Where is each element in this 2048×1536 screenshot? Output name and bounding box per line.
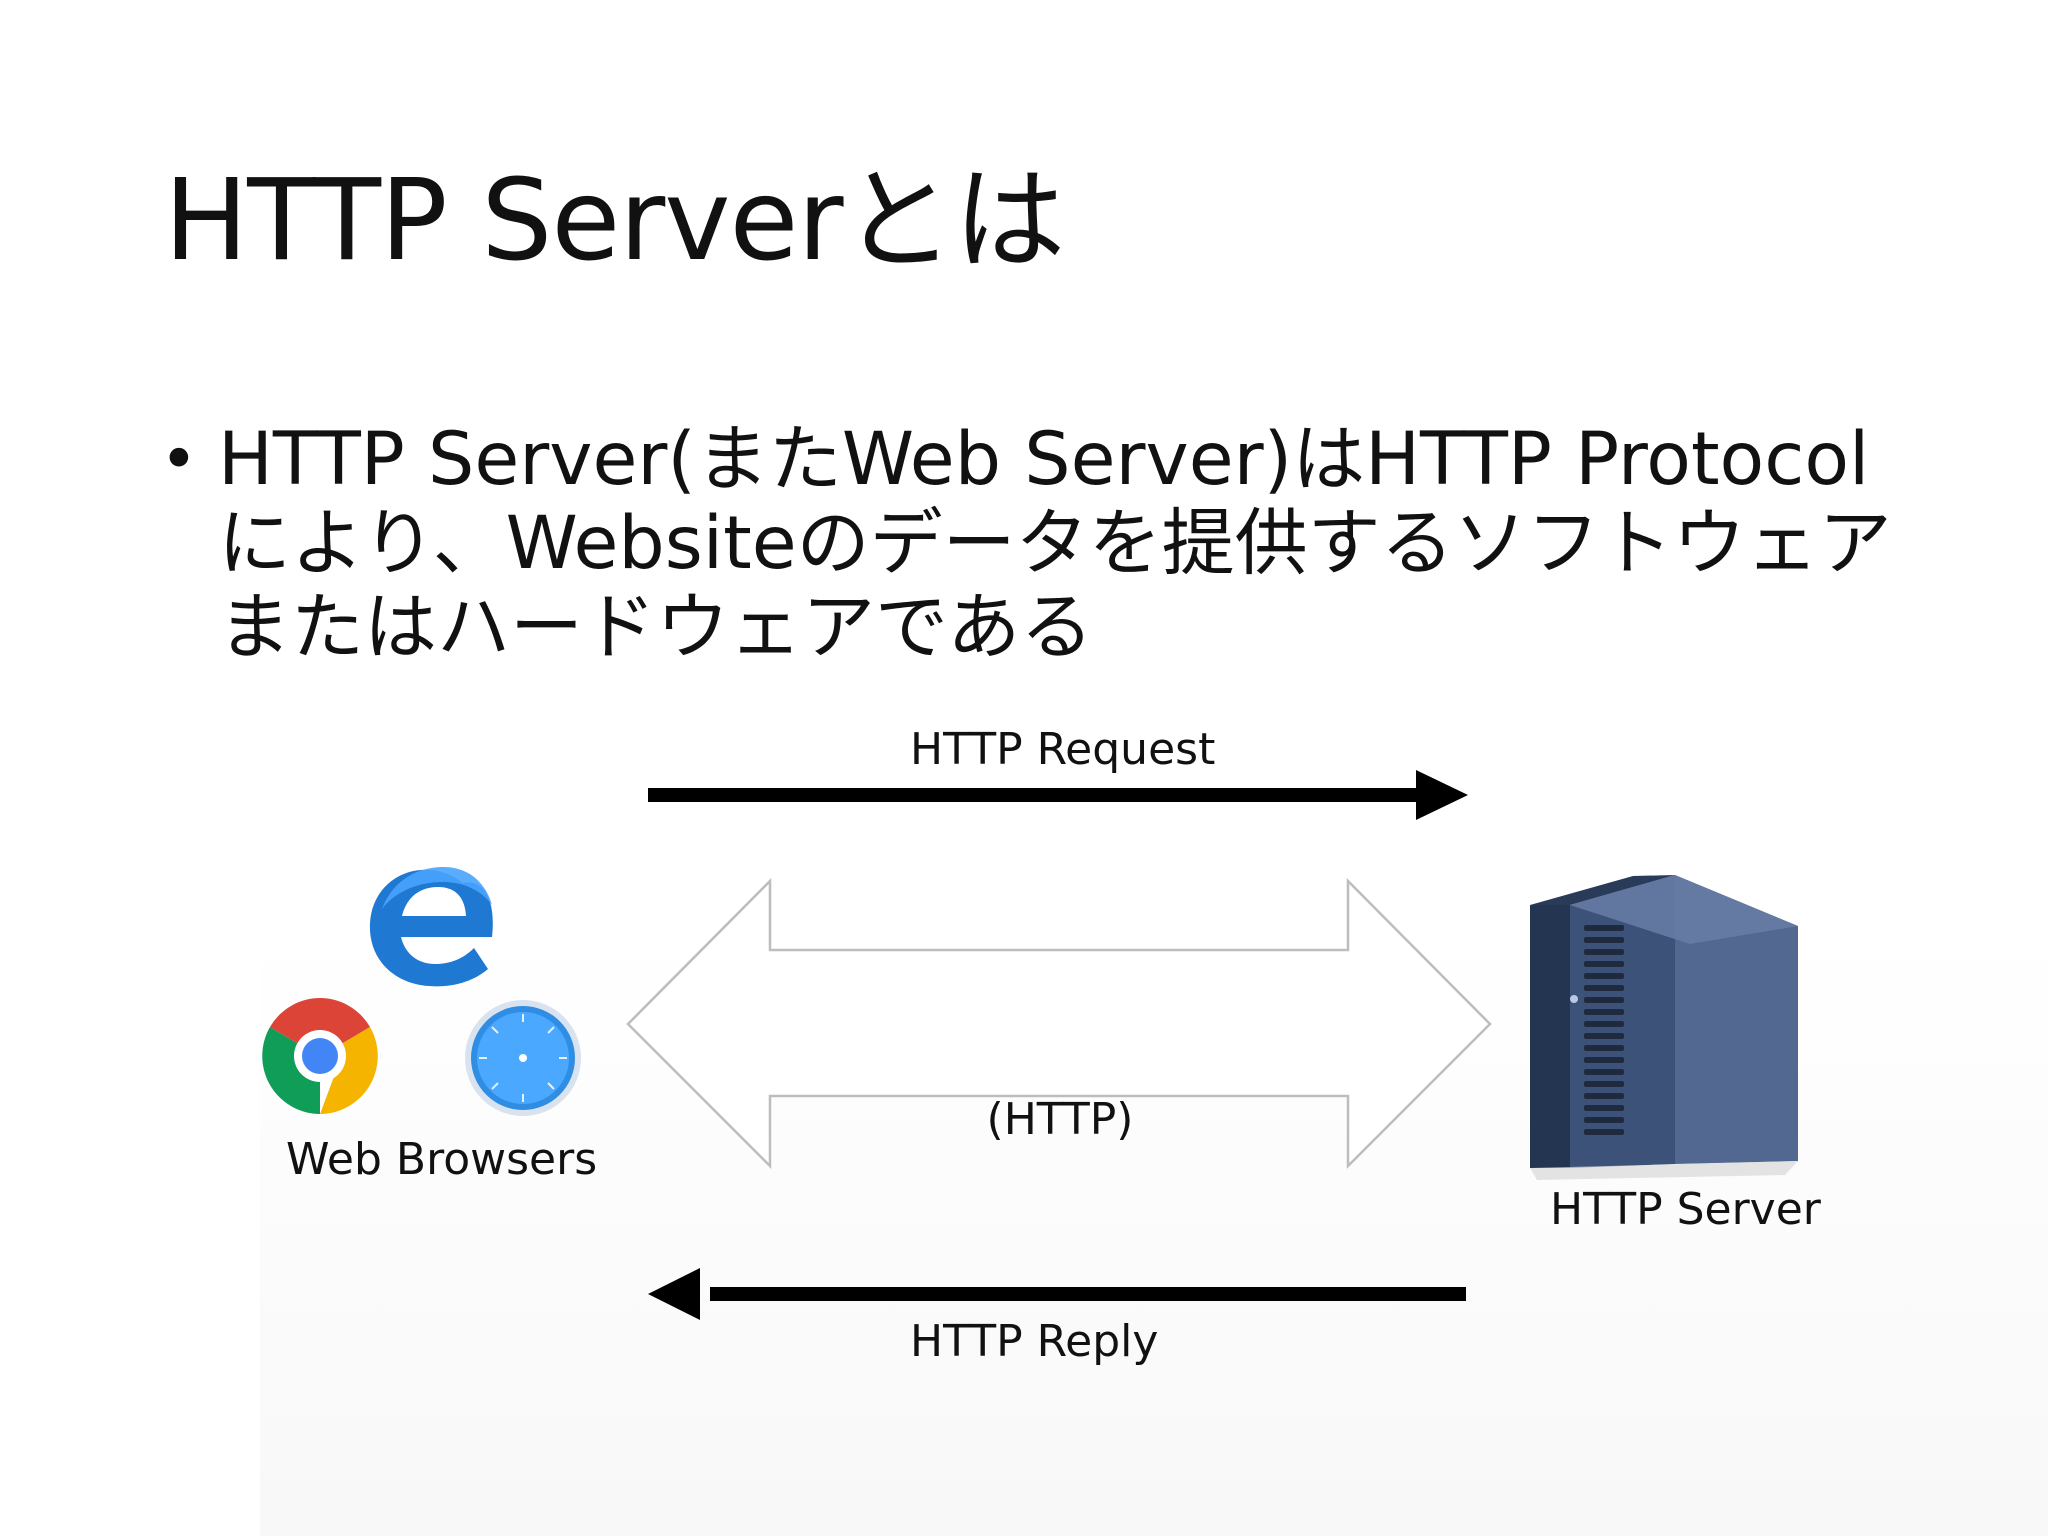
http-reply-arrow [648,1268,1466,1320]
http-double-arrow [628,881,1490,1166]
http-request-arrow [648,770,1468,820]
http-double-arrow-outline [628,881,1490,1166]
server-icon [1530,875,1798,1180]
safari-icon [465,1000,581,1116]
edge-icon [370,867,493,986]
chrome-icon [262,998,378,1114]
http-request-arrow-head [1416,770,1468,820]
http-reply-arrow-head [648,1268,700,1320]
